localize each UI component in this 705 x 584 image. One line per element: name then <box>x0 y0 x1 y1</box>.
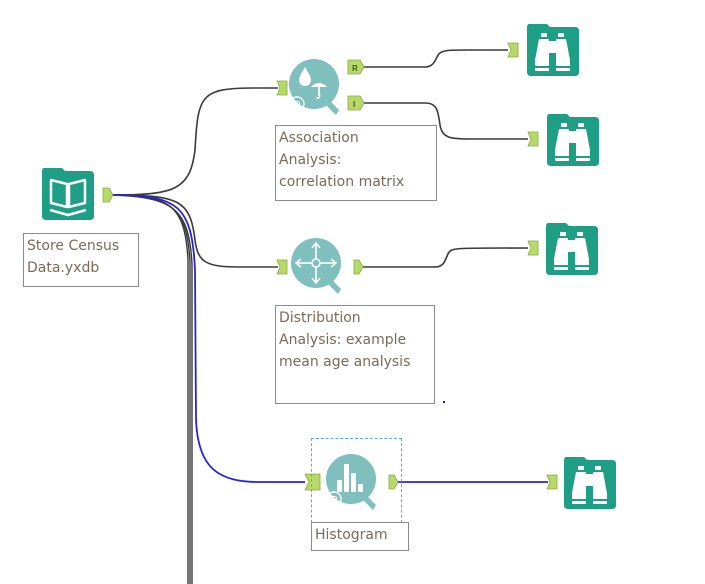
association-input-anchor[interactable] <box>276 80 288 96</box>
input-data-tool[interactable] <box>40 166 96 222</box>
label-line: correlation matrix <box>279 174 405 190</box>
browse4-input-anchor[interactable] <box>546 474 558 490</box>
distribution-analysis-label[interactable]: Distribution Analysis: example mean age … <box>275 305 435 404</box>
label-line: Distribution <box>279 310 361 326</box>
histogram-input-anchor[interactable] <box>304 473 321 491</box>
input-output-anchor[interactable] <box>102 187 114 203</box>
distribution-analysis-tool[interactable] <box>289 236 353 300</box>
binoculars-icon <box>555 123 590 161</box>
r-logo-icon: R <box>289 96 305 112</box>
r-logo-icon: R <box>326 491 342 507</box>
svg-text:I: I <box>353 100 355 109</box>
distribution-input-anchor[interactable] <box>276 259 288 275</box>
binoculars-icon <box>535 33 570 71</box>
histogram-tool[interactable]: R <box>324 452 388 516</box>
browse-tool-2[interactable] <box>545 112 601 168</box>
connection-input-association[interactable] <box>111 87 278 196</box>
connection-assoc-r-browse1[interactable] <box>364 49 508 68</box>
histogram-output-anchor[interactable] <box>388 474 399 490</box>
connection-input-histogram[interactable] <box>111 194 305 483</box>
browse-tool-4[interactable] <box>562 455 618 511</box>
histogram-label[interactable]: Histogram <box>311 522 409 551</box>
bar-chart-icon <box>337 464 363 492</box>
svg-text:R: R <box>293 100 301 112</box>
association-r-output-anchor[interactable]: R <box>347 59 365 75</box>
label-line: mean age analysis <box>279 354 411 370</box>
input-data-label[interactable]: Store Census Data.yxdb <box>23 233 139 287</box>
connection-assoc-i-browse2[interactable] <box>364 102 528 140</box>
browse2-input-anchor[interactable] <box>527 131 539 147</box>
binoculars-icon <box>572 466 607 504</box>
connection-input-distribution[interactable] <box>111 194 278 268</box>
svg-text:R: R <box>352 64 358 73</box>
label-line: Analysis: example <box>279 332 407 348</box>
label-line: Histogram <box>315 527 388 543</box>
label-line: Store Census <box>27 238 120 254</box>
browse-tool-1[interactable] <box>525 22 581 78</box>
drop-umbrella-icon <box>299 67 327 99</box>
binoculars-icon <box>554 232 589 270</box>
browse3-input-anchor[interactable] <box>527 240 539 256</box>
connection-dist-browse3[interactable] <box>362 247 529 268</box>
label-line: Analysis: <box>279 152 342 168</box>
association-i-output-anchor[interactable]: I <box>347 95 365 111</box>
distribution-output-anchor[interactable] <box>353 259 364 275</box>
book-icon <box>49 178 87 217</box>
label-line: Association <box>279 130 359 146</box>
association-analysis-tool[interactable]: R <box>287 57 351 121</box>
svg-text:R: R <box>330 495 338 507</box>
label-line: Data.yxdb <box>27 260 100 276</box>
browse-tool-3[interactable] <box>544 221 600 277</box>
move-arrows-icon <box>294 241 338 285</box>
browse1-input-anchor[interactable] <box>507 42 519 58</box>
association-analysis-label[interactable]: Association Analysis: correlation matrix <box>275 125 437 201</box>
canvas-dot <box>443 401 445 403</box>
